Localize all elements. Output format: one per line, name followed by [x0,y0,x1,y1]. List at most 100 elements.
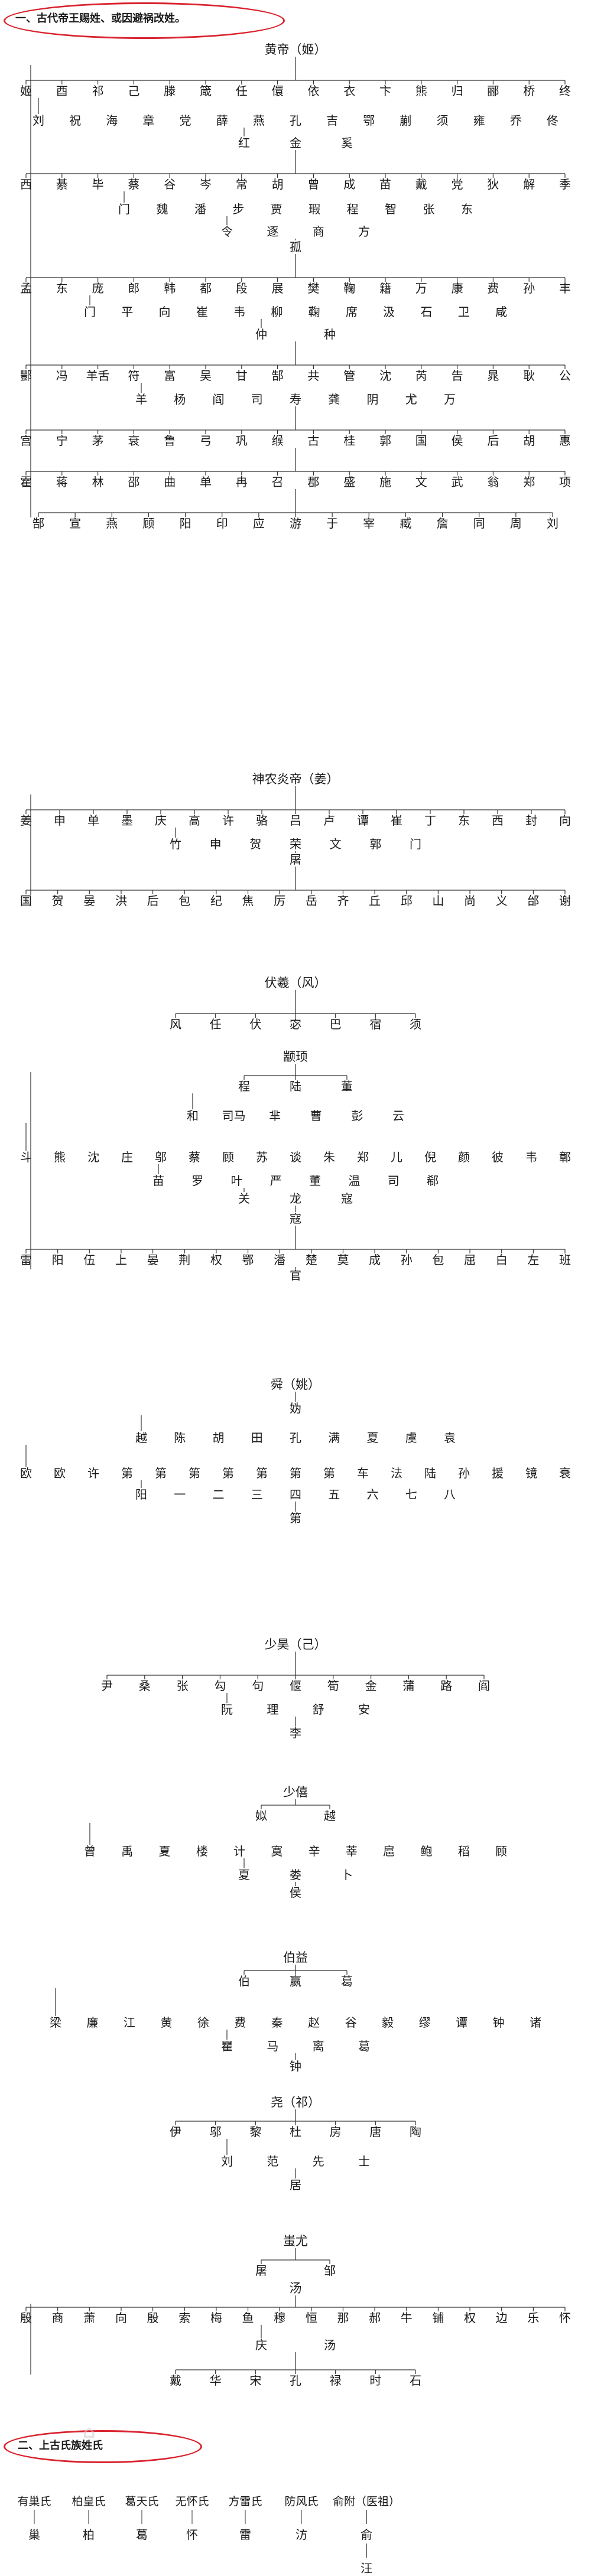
surname-node: 许 [222,813,234,828]
surname-node: 潘 [274,1253,286,1267]
tribe-child: 雷 [239,2528,251,2542]
surname-node: 理 [267,1702,279,1717]
surname-node: 严 [269,1174,282,1188]
surname-node: 金 [365,1679,377,1693]
tribe-column: 葛天氏葛 [125,2493,158,2542]
surname-node: 郜 [33,516,44,530]
surname-node: 蒋 [56,475,68,489]
surname-node: 徐 [197,2015,209,2030]
surname-node: 燕 [106,516,118,530]
surname-node: 士 [358,2154,370,2168]
surname-node: 单 [200,475,212,489]
root-1: 神农炎帝（姜） [252,772,339,786]
surname-node: 羊舌 [86,369,110,383]
tribe-child: 汸 [295,2528,307,2542]
surname-node: 荣 [290,837,301,851]
surname-node: 纪 [210,894,222,908]
surname-node: 阳 [179,516,191,530]
surname-node: 司 [251,392,263,406]
surname-node: 温 [348,1174,361,1188]
surname-node: 卢 [323,813,335,828]
group-2: 伏羲（风）风任伏宓巴宿须 [0,975,591,1057]
surname-node: 钟 [492,2015,505,2030]
surname-node: 胡 [212,1431,225,1445]
surname-node: 令 [221,224,233,239]
surname-node: 赵 [308,2015,320,2030]
surname-node: 古 [307,434,320,448]
surname-node: 东 [56,281,68,295]
surname-node: 范 [267,2154,279,2168]
surname-node: 苗 [152,1174,164,1188]
surname-node: 左 [527,1253,540,1267]
surname-node: 韩 [164,281,176,295]
surname-node: 谈 [290,1150,301,1164]
surname-node: 刘 [33,113,44,128]
surname-node: 孔 [290,1431,301,1445]
surname-node: 伯 [238,1974,250,1988]
surname-node: 綦 [56,177,68,191]
surname-node: 卜 [341,1868,353,1882]
surname-node: 东 [461,202,473,216]
surname-node: 须 [410,1017,421,1031]
surname-node: 骆 [256,813,268,828]
surname-node: 黎 [249,2125,262,2139]
surname-node: 彼 [492,1150,504,1164]
surname-node: 偃 [290,1679,301,1693]
tribe-label: 方雷氏 [228,2495,262,2508]
surname-node: 鱼 [242,2311,254,2325]
surname-node: 伊 [170,2125,181,2139]
surname-node: 宣 [69,516,82,530]
surname-node: 竹 [170,837,181,851]
surname-node: 潘 [194,202,206,216]
tribe-child: 俞 [360,2528,372,2542]
root-2: 伏羲（风） [264,976,327,990]
surname-node: 毅 [382,2015,394,2030]
surname-node: 己 [128,84,140,98]
surname-node: 颜 [458,1150,470,1164]
surname-node: 商 [51,2311,64,2325]
surname-node: 居 [290,2178,301,2192]
surname-node: 寿 [290,392,301,406]
surname-node: 费 [234,2015,246,2030]
surname-node: 欧 [54,1466,66,1480]
surname-node: 阮 [221,1702,233,1717]
surname-node: 晏 [147,1253,159,1267]
group-8: 尧（祁）伊邬黎杜房唐陶刘范先士居 [0,2094,591,2218]
surname-node: 弓 [200,434,212,448]
surname-node: 章 [142,113,155,128]
surname-node: 智 [385,202,397,216]
surname-node: 宓 [290,1017,301,1031]
tribe-connector [141,2510,142,2524]
surname-node: 顾 [495,1844,507,1858]
surname-node: 邬 [155,1150,167,1164]
surname-node: 厉 [274,894,286,908]
surname-node: 同 [473,516,485,530]
surname-node: 第 [189,1466,200,1480]
surname-node: 芈 [269,1109,281,1123]
surname-node: 程 [238,1079,250,1093]
surname-node: 虞 [405,1431,417,1445]
surname-node: 华 [209,2373,222,2388]
surname-node: 季 [559,177,571,191]
surname-node: 国 [415,434,427,448]
surname-node: 龙 [290,1191,301,1206]
surname-node: 魏 [156,202,168,216]
surname-node: 莫 [337,1253,349,1267]
group-5: 少昊（己）尹桑张勾句偃筍金蒲路阎阮理舒安李 [0,1636,591,1766]
surname-node: 穆 [274,2311,286,2325]
watermark-logo: ⌂ [83,2422,97,2443]
surname-node: 冯 [56,369,68,383]
surname-node: 丘 [369,894,381,908]
surname-node: 瑕 [309,202,321,216]
surname-node: 勾 [214,1679,226,1693]
surname-node: 一 [174,1487,186,1502]
tribe-label: 柏皇氏 [72,2495,106,2508]
surname-node: 成 [369,1253,381,1267]
surname-node: 顾 [222,1150,234,1164]
surname-node: 六 [366,1487,379,1502]
surname-node: 三 [251,1487,263,1502]
surname-node: 孙 [400,1253,413,1267]
surname-node: 向 [559,813,571,828]
surname-node: 边 [495,2311,508,2325]
surname-node: 稻 [457,1844,470,1858]
